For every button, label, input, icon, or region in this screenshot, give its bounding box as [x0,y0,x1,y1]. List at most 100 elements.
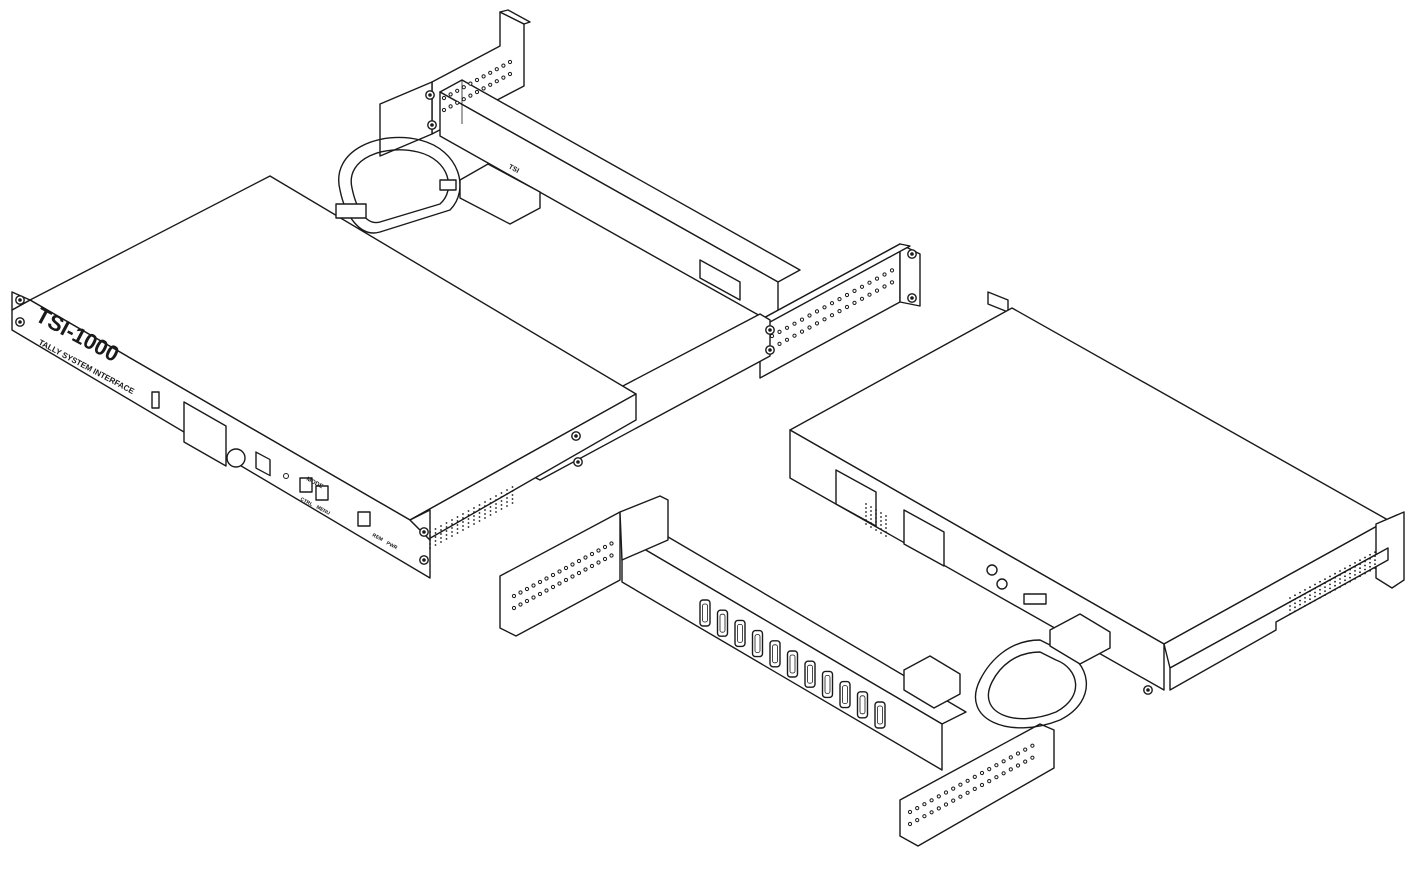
rack-hole [929,798,934,803]
vent-hole [1314,587,1316,590]
vent-hole [434,532,437,534]
rack-hole [583,567,588,572]
vent-hole [467,518,470,520]
vent-hole [870,518,872,520]
vent-hole [865,511,867,513]
rack-hole [799,317,805,322]
ctrl-button-2[interactable] [315,485,329,501]
vent-hole [511,498,514,500]
vent-hole [1344,571,1346,574]
db9-pins [719,613,726,633]
rack-hole [468,93,473,98]
vga-port[interactable] [1023,593,1047,605]
vent-hole [1349,568,1351,571]
vent-hole [1304,589,1306,591]
vent-hole [1334,572,1336,575]
vent-hole [1359,571,1361,574]
rack-hole [507,71,513,77]
screw-center [574,434,578,438]
vent-hole [489,502,492,504]
rack-hole [987,779,992,784]
vent-hole [1369,557,1371,560]
rack-hole [531,595,536,600]
vent-hole [1319,592,1321,595]
rack-hole [807,325,812,330]
menu-button[interactable] [255,451,271,477]
rack-hole [943,790,949,795]
vent-hole [429,535,431,537]
vent-hole [1319,580,1321,583]
vent-hole [1319,584,1321,587]
vent-hole [434,528,437,530]
rack-hole [550,572,556,578]
ps2-port-2[interactable] [996,578,1008,590]
vent-hole [1369,569,1371,572]
vent-hole [1314,591,1316,594]
power-button[interactable] [357,511,371,527]
vent-hole [1299,595,1301,598]
ctrl-button-1[interactable] [299,477,313,493]
vent-hole [1369,565,1371,568]
rack-hole [1008,767,1013,772]
vent-hole [880,520,882,522]
vent-hole [1324,594,1326,596]
rack-hole [784,337,790,342]
db9-pins [877,705,883,725]
ps2-port-1[interactable] [986,564,998,576]
rack-hole [844,304,850,310]
psu-2 [903,509,945,567]
vent-hole [434,544,437,546]
vent-hole [1359,563,1361,566]
rack-hole [455,100,460,105]
vent-hole [1374,551,1376,553]
vent-hole [1289,601,1291,603]
rack-hole [1023,759,1028,764]
vent-hole [1289,597,1291,599]
rack-hole [814,309,820,314]
vent-hole [1314,595,1316,598]
vent-hole [1374,563,1376,565]
vent-hole [1354,574,1356,576]
vent-hole [500,508,503,510]
rack-hole [537,591,543,597]
vent-hole [473,507,475,509]
rack-hole [859,284,865,289]
vent-hole [484,501,486,503]
vent-hole [1354,566,1356,568]
rack-ear-front-left [499,511,621,637]
rack-ear-top-right [987,291,1009,313]
usb-port[interactable] [151,391,160,409]
vent-hole [1339,582,1341,584]
vent-hole [462,513,464,515]
rack-hole [907,809,913,815]
rack-hole [1030,743,1035,748]
rack-hole [837,309,842,314]
rack-hole [524,586,530,592]
vent-hole [440,533,442,535]
rack-hole [474,89,480,95]
rack-hole [882,284,887,289]
rack-hole [994,763,999,768]
vent-hole [440,537,442,539]
vent-hole [456,528,459,530]
rack-hole [889,280,895,285]
rack-hole [609,553,614,558]
vent-hole [478,512,481,514]
vent-hole [880,512,882,514]
rack-hole [589,563,595,569]
vent-hole [1289,613,1291,615]
rack-hole [874,288,880,293]
vent-hole [1304,593,1306,595]
vent-hole [451,527,453,529]
vent-hole [1334,584,1336,587]
vent-hole [1324,582,1326,584]
db9-pins [789,654,796,674]
rack-hole [461,85,466,90]
rack-hole [822,317,827,322]
vent-hole [467,510,470,512]
control-knob[interactable] [226,448,246,468]
rack-hole [859,296,865,301]
vent-hole [1364,572,1366,575]
vent-hole [429,547,431,549]
vent-hole [880,524,882,526]
